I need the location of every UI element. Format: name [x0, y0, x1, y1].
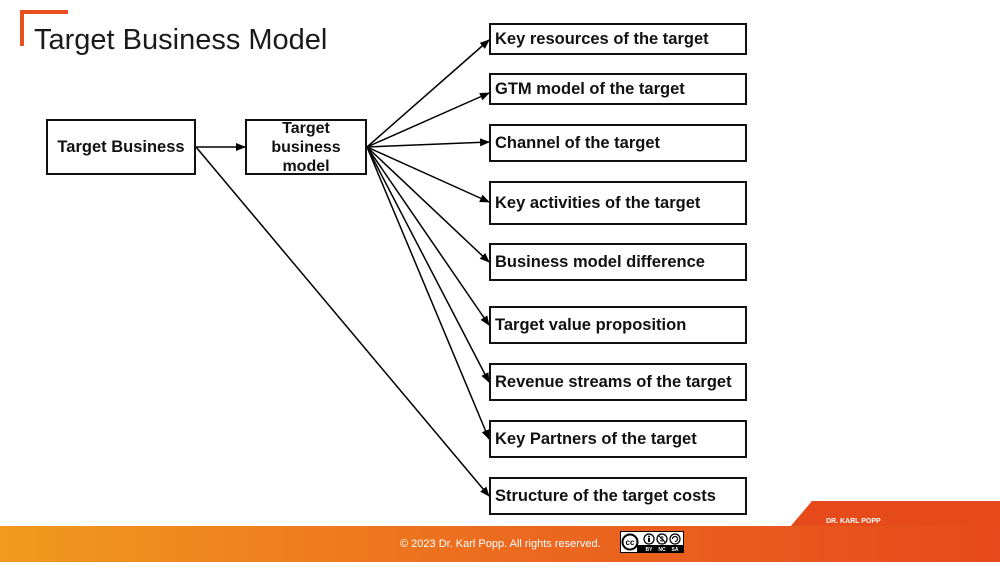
- node-structure-of-costs: Structure of the target costs: [489, 477, 747, 515]
- node-key-activities-label: Key activities of the target: [495, 193, 701, 212]
- footer-author-tab: [790, 501, 1000, 527]
- creative-commons-license-icon: cc $ BY NC SA: [620, 531, 684, 553]
- node-key-partners: Key Partners of the target: [489, 420, 747, 458]
- node-key-resources: Key resources of the target: [489, 23, 747, 55]
- node-target-business: Target Business: [46, 119, 196, 175]
- arrow-middle-to-revenue-streams: [366, 146, 490, 383]
- svg-text:$: $: [660, 537, 664, 544]
- node-channel: Channel of the target: [489, 124, 747, 162]
- svg-text:cc: cc: [626, 538, 635, 547]
- node-revenue-streams: Revenue streams of the target: [489, 363, 747, 401]
- footer-bar: [0, 526, 1000, 562]
- cc-by-label: BY: [646, 547, 654, 552]
- node-gtm-model: GTM model of the target: [489, 73, 747, 105]
- cc-badge-graphic: cc $ BY NC SA: [621, 532, 683, 552]
- node-business-model-difference-label: Business model difference: [495, 252, 705, 271]
- node-key-activities: Key activities of the target: [489, 181, 747, 225]
- node-structure-of-costs-label: Structure of the target costs: [495, 486, 716, 505]
- arrow-middle-to-gtm-model: [366, 92, 490, 148]
- node-channel-label: Channel of the target: [495, 133, 661, 152]
- cc-nc-label: NC: [658, 547, 666, 552]
- cc-sa-label: SA: [672, 547, 679, 552]
- arrow-middle-to-key-partners: [366, 146, 490, 440]
- arrow-middle-to-key-activities: [366, 146, 490, 203]
- slide-title: Target Business Model: [34, 24, 328, 56]
- arrow-middle-to-channel: [366, 138, 490, 148]
- node-key-resources-label: Key resources of the target: [495, 29, 709, 48]
- title-corner-accent: [20, 10, 68, 46]
- arrow-middle-to-key-resources: [366, 39, 490, 148]
- node-value-proposition-label: Target value proposition: [495, 315, 687, 334]
- node-target-business-model-label: Target business model: [271, 119, 341, 175]
- node-key-partners-label: Key Partners of the target: [495, 429, 697, 448]
- footer-copyright: © 2023 Dr. Karl Popp. All rights reserve…: [400, 538, 601, 550]
- node-value-proposition: Target value proposition: [489, 306, 747, 344]
- arrow-source-to-structure-of-costs: [195, 146, 490, 497]
- arrow-middle-to-value-proposition: [366, 146, 490, 326]
- footer-author: DR. KARL POPP: [826, 518, 881, 525]
- node-gtm-model-label: GTM model of the target: [495, 79, 685, 98]
- node-revenue-streams-label: Revenue streams of the target: [495, 372, 732, 391]
- arrow-middle-to-business-model-difference: [366, 146, 490, 263]
- node-target-business-model: Target business model: [245, 119, 367, 175]
- node-target-business-label: Target Business: [57, 137, 185, 156]
- node-business-model-difference: Business model difference: [489, 243, 747, 281]
